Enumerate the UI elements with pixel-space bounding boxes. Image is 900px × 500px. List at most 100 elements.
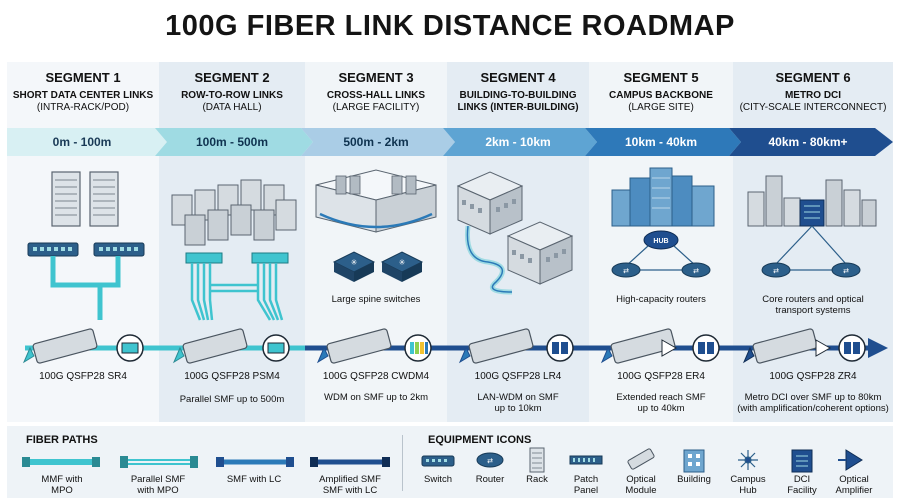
segment-2-bg xyxy=(159,62,305,422)
campus-hub-icon: HUB xyxy=(643,230,679,250)
range-label-3: 500m - 2km xyxy=(343,135,409,149)
switch-icon xyxy=(421,455,455,467)
module-label: 100G QSFP28 ZR4 xyxy=(769,371,857,382)
patch-panel-icon xyxy=(569,455,603,465)
metro-city-icon xyxy=(747,175,877,227)
module-label: 100G QSFP28 ER4 xyxy=(617,371,705,382)
fiber-paths-title: FIBER PATHS xyxy=(26,434,98,446)
legend-divider xyxy=(402,435,403,491)
segment-number: SEGMENT 4 xyxy=(480,70,556,85)
fiber-smf-lc-icon xyxy=(216,457,294,467)
caption-line2: transport systems xyxy=(775,305,851,316)
module-label: 100G QSFP28 SR4 xyxy=(39,371,127,382)
segment-number: SEGMENT 2 xyxy=(194,70,270,85)
illustration-caption: High-capacity routers xyxy=(616,294,706,305)
segment-name: BUILDING-TO-BUILDING xyxy=(459,90,577,101)
range-label-5: 10km - 40km xyxy=(624,135,698,149)
range-arrow-6 xyxy=(729,128,893,156)
module-label: 100G QSFP28 CWDM4 xyxy=(322,371,430,382)
equipment-icons-title: EQUIPMENT ICONS xyxy=(428,434,532,446)
campus-hub-icon xyxy=(738,450,758,470)
optical-module-icon xyxy=(627,448,655,470)
optical-amplifier-icon xyxy=(838,449,863,471)
description-line2: (with amplification/coherent options) xyxy=(737,403,889,414)
segment-number: SEGMENT 5 xyxy=(623,70,699,85)
building-icon xyxy=(506,221,574,285)
description-line1: Extended reach SMF xyxy=(616,392,706,403)
segment-1: SEGMENT 1 SHORT DATA CENTER LINKS (INTRA… xyxy=(7,62,159,422)
segment-6: SEGMENT 6 METRO DCI (CITY-SCALE INTERCON… xyxy=(733,62,893,422)
segment-number: SEGMENT 3 xyxy=(338,70,414,85)
spine-switch-icon: ✳ xyxy=(380,251,424,282)
lc-connector-icon xyxy=(546,334,574,362)
router-icon: ⇄ xyxy=(681,262,711,278)
range-arrow-2 xyxy=(155,128,313,156)
segment-subtitle: (LARGE FACILITY) xyxy=(332,102,420,113)
router-icon: ⇄ xyxy=(831,262,861,278)
optical-amplifier-icon xyxy=(661,339,678,357)
segment-name: CAMPUS BACKBONE xyxy=(609,90,713,101)
segment-name: ROW-TO-ROW LINKS xyxy=(181,90,283,101)
optical-module-icon xyxy=(172,328,248,364)
mpo-connector-icon xyxy=(262,334,290,362)
rack-row-icon xyxy=(171,179,297,246)
segment-description: Metro DCI over SMF up to 80km (with ampl… xyxy=(733,392,893,414)
description-line2: up to 10km xyxy=(494,403,542,414)
distance-arrow-band xyxy=(7,128,893,156)
range-arrow-1 xyxy=(7,128,167,156)
spine-switch-icon: ✳ xyxy=(332,251,376,282)
svg-text:⇄: ⇄ xyxy=(487,457,493,465)
optical-module-icon xyxy=(600,328,676,364)
router-icon: ⇄ xyxy=(611,262,641,278)
fiber-arrowhead xyxy=(868,338,888,358)
building-icon xyxy=(456,171,524,235)
range-arrow-4 xyxy=(443,128,597,156)
router-icon: ⇄ xyxy=(761,262,791,278)
segment-name: METRO DCI xyxy=(784,90,842,101)
svg-text:HUB: HUB xyxy=(653,238,668,245)
segment-subtitle: (DATA HALL) xyxy=(202,102,262,113)
campus-buildings-icon xyxy=(611,167,715,227)
range-arrow-3 xyxy=(301,128,455,156)
range-label-4: 2km - 10km xyxy=(485,135,551,149)
description-line1: Metro DCI over SMF up to 80km xyxy=(744,392,882,403)
fiber-smf-path xyxy=(319,212,433,229)
fiber-mmf-mpo-icon xyxy=(22,457,100,467)
segment-number: SEGMENT 1 xyxy=(45,70,121,85)
description-line2: up to 40km xyxy=(637,403,685,414)
svg-text:⇄: ⇄ xyxy=(843,267,849,275)
segment-name: CROSS-HALL LINKS xyxy=(326,90,426,101)
optical-module-icon xyxy=(458,328,534,364)
segment-2: SEGMENT 2 ROW-TO-ROW LINKS (DATA HALL) 1… xyxy=(159,62,305,422)
legend-equipment-label: Rack xyxy=(526,474,548,485)
module-label: 100G QSFP28 PSM4 xyxy=(184,371,280,382)
segment-1-bg xyxy=(7,62,159,422)
fiber-mmf-path xyxy=(50,256,103,320)
segment-description: LAN-WDM on SMF up to 10km xyxy=(447,392,589,414)
svg-text:⇄: ⇄ xyxy=(693,267,699,275)
optical-module-icon xyxy=(742,328,818,364)
legend-fiber-label: SMF with LC xyxy=(226,474,282,485)
segment-4: SEGMENT 4 BUILDING-TO-BUILDING LINKS (IN… xyxy=(447,62,589,422)
svg-text:⇄: ⇄ xyxy=(623,267,629,275)
data-hall-icon xyxy=(315,169,437,233)
lc-connector-icon xyxy=(838,334,866,362)
page-title: 100G FIBER LINK DISTANCE ROADMAP xyxy=(165,10,735,42)
segment-description: Extended reach SMF up to 40km xyxy=(589,392,733,414)
fiber-amplified-smf-icon xyxy=(310,457,390,467)
range-arrow-5 xyxy=(585,128,741,156)
segment-description: WDM on SMF up to 2km xyxy=(324,392,428,403)
fiber-parallel-smf xyxy=(190,263,284,321)
segment-5: SEGMENT 5 CAMPUS BACKBONE (LARGE SITE) H… xyxy=(589,62,733,422)
segment-subtitle: (CITY-SCALE INTERCONNECT) xyxy=(739,102,887,113)
fiber-mmf-path xyxy=(100,256,121,288)
